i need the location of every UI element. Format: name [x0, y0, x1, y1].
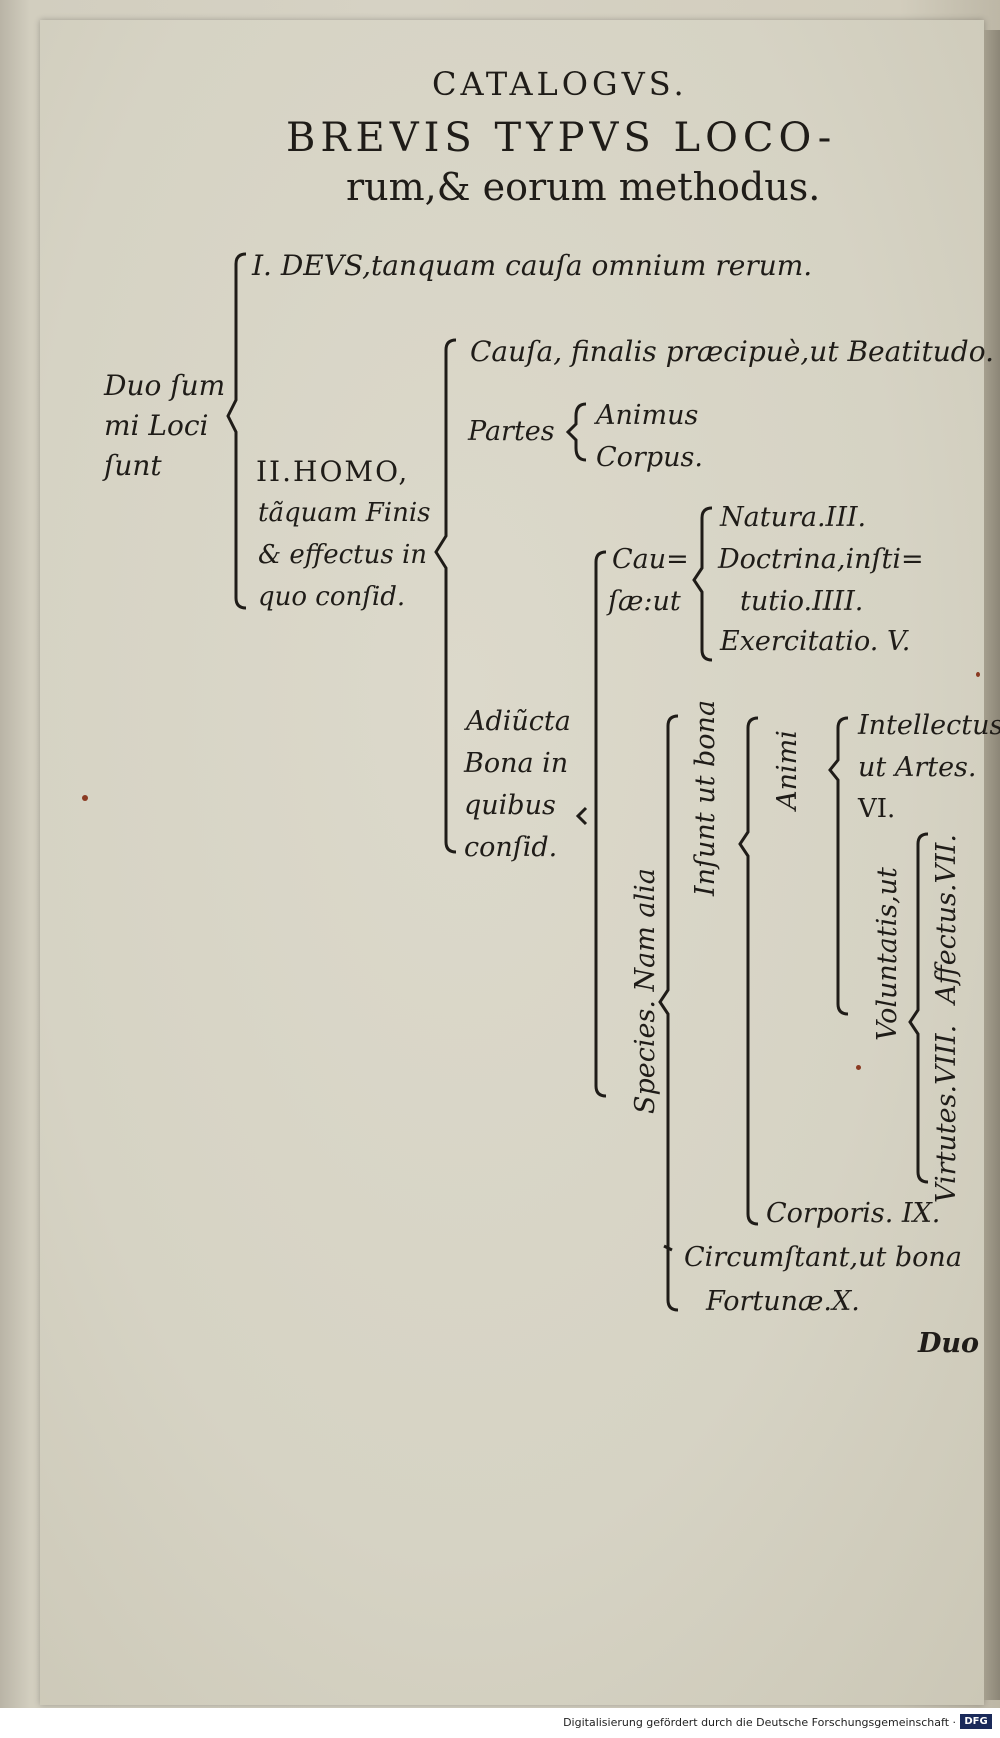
adiuncta-line3: quibus [464, 790, 556, 821]
causae-label-line1: Cau= [612, 544, 689, 575]
circumstant-line1: Circumſtant,ut bona [684, 1242, 962, 1273]
corpus-entry: Corpus. [596, 442, 703, 473]
homo-title: II.HOMO, [256, 455, 410, 488]
footer-text: Digitalisierung gefördert durch die Deut… [563, 1716, 956, 1729]
page-title-line1: BREVIS TYPVS LOCO- [286, 115, 837, 161]
foxing-spot [856, 1065, 861, 1070]
homo-line2: & effectus in [258, 540, 428, 570]
corporis-entry: Corporis. IX. [766, 1198, 941, 1229]
page-title-line2: rum,& eorum methodus. [346, 165, 821, 209]
main-bracket [226, 252, 247, 610]
root-label-line3: ſunt [104, 449, 162, 482]
adiuncta-brace [575, 806, 588, 826]
book-page [40, 20, 984, 1705]
intellectus-line1: Intellectus. [858, 710, 1000, 741]
footer-bar [0, 1708, 1000, 1738]
intellectus-line2: ut Artes. [858, 752, 977, 783]
foxing-spot [82, 795, 88, 801]
page-edge [984, 30, 1000, 1700]
root-label-line1: Duo ſum [104, 369, 226, 402]
adiuncta-line4: conſid. [464, 832, 558, 863]
partes-brace [565, 402, 587, 462]
causa-finalis-entry: Cauſa, finalis præcipuè,ut Beatitudo. [470, 335, 994, 368]
exercitatio-entry: Exercitatio. V. [720, 626, 911, 657]
animi-bracket [828, 716, 849, 1016]
insunt-bracket [738, 716, 759, 1226]
homo-line1: tãquam Finis [258, 498, 431, 528]
intellectus-line3: VI. [858, 794, 896, 824]
species-bracket [658, 714, 679, 1312]
homo-line3: quo conſid. [258, 582, 406, 612]
deus-entry: I. DEVS,tanquam cauſa omnium rerum. [252, 249, 813, 282]
circumstant-line2: Fortunæ.X. [706, 1286, 860, 1317]
catchword: Duo [918, 1328, 980, 1359]
animus-entry: Animus [596, 400, 699, 431]
natura-entry: Natura.III. [720, 502, 867, 533]
causae-label-line2: ſæ:ut [608, 586, 681, 617]
foxing-spot [976, 672, 980, 677]
running-title: CATALOGVS. [432, 65, 688, 103]
doctrina-line1: Doctrina,inſti= [718, 544, 924, 575]
adiuncta-line1: Adiũcta [466, 706, 571, 737]
root-label-line2: mi Loci [104, 409, 209, 442]
homo-bracket [434, 338, 457, 854]
causae-brace [594, 550, 607, 1098]
partes-label: Partes [468, 416, 555, 447]
causae-items-bracket [692, 506, 713, 662]
dfg-logo-icon: DFG [960, 1714, 992, 1729]
adiuncta-line2: Bona in [464, 748, 569, 779]
doctrina-line2: tutio.IIII. [740, 586, 864, 617]
voluntatis-bracket [908, 832, 929, 1184]
